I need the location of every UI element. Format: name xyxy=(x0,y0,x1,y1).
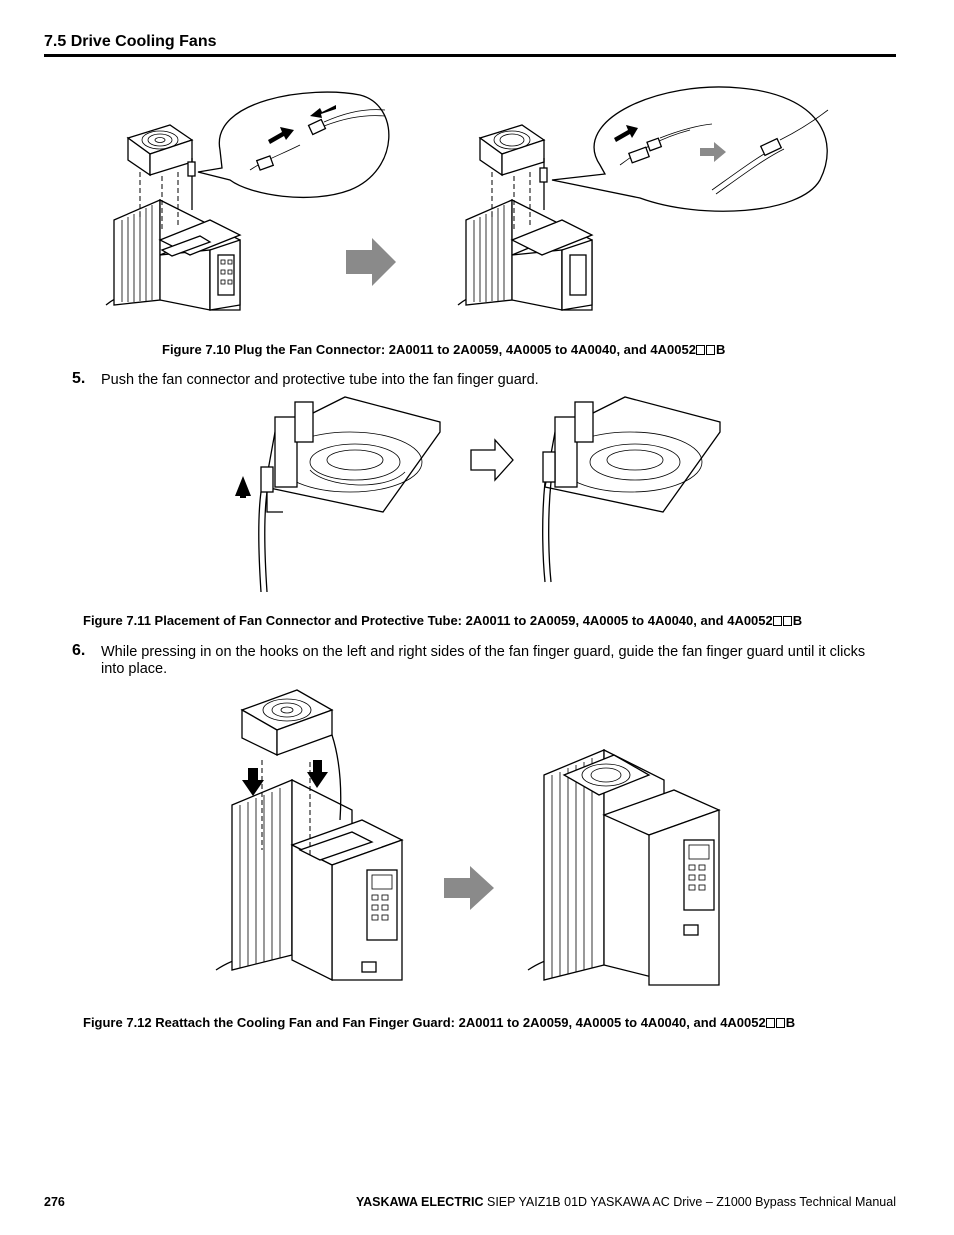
up-arrow-icon xyxy=(235,476,251,498)
drive-unit-right xyxy=(457,124,594,311)
drive-unit-open xyxy=(215,778,404,982)
page-number: 276 xyxy=(44,1195,65,1209)
down-arrow-icon xyxy=(242,768,264,796)
process-arrow-2 xyxy=(470,438,514,482)
connector-callout-left xyxy=(197,91,390,199)
footer-manual-title: SIEP YAIZ1B 01D YASKAWA AC Drive – Z1000… xyxy=(483,1195,896,1209)
fan-cable-left xyxy=(258,491,262,593)
figure-7-10-caption: Figure 7.10 Plug the Fan Connector: 2A00… xyxy=(162,342,726,357)
figure-7-12-illustration xyxy=(215,689,721,986)
placeholder-box-icon xyxy=(695,345,705,355)
fan-finger-guard-right xyxy=(542,396,721,583)
footer-doc-title: YASKAWA ELECTRIC SIEP YAIZ1B 01D YASKAWA… xyxy=(356,1195,896,1209)
header-rule xyxy=(44,54,896,57)
section-title: 7.5 Drive Cooling Fans xyxy=(44,33,217,50)
figure-7-12-caption: Figure 7.12 Reattach the Cooling Fan and… xyxy=(83,1015,796,1030)
connector-callout-right xyxy=(551,86,829,212)
step-5-number: 5. xyxy=(72,370,86,387)
step-6-number: 6. xyxy=(72,642,86,659)
cooling-fan-left xyxy=(126,124,194,177)
drive-unit-assembled xyxy=(527,748,721,986)
placeholder-box-icon xyxy=(782,616,792,626)
cooling-fan-lowering xyxy=(240,689,334,757)
placeholder-box-icon xyxy=(775,1018,785,1028)
fan-finger-guard-left xyxy=(260,396,441,513)
figure-7-10-illustration xyxy=(105,86,829,311)
figure-7-11-illustration xyxy=(235,396,721,593)
placeholder-box-icon xyxy=(772,616,782,626)
placeholder-box-icon xyxy=(705,345,715,355)
step-6-text: While pressing in on the hooks on the le… xyxy=(101,644,866,677)
process-arrow-3 xyxy=(444,866,494,910)
step-5-text: Push the fan connector and protective tu… xyxy=(101,372,539,388)
drive-unit-left xyxy=(105,198,242,311)
down-arrow-icon xyxy=(307,760,328,788)
placeholder-box-icon xyxy=(765,1018,775,1028)
figure-7-11-caption: Figure 7.11 Placement of Fan Connector a… xyxy=(83,613,803,628)
process-arrow-1 xyxy=(346,238,396,286)
footer-brand: YASKAWA ELECTRIC xyxy=(355,1195,484,1209)
